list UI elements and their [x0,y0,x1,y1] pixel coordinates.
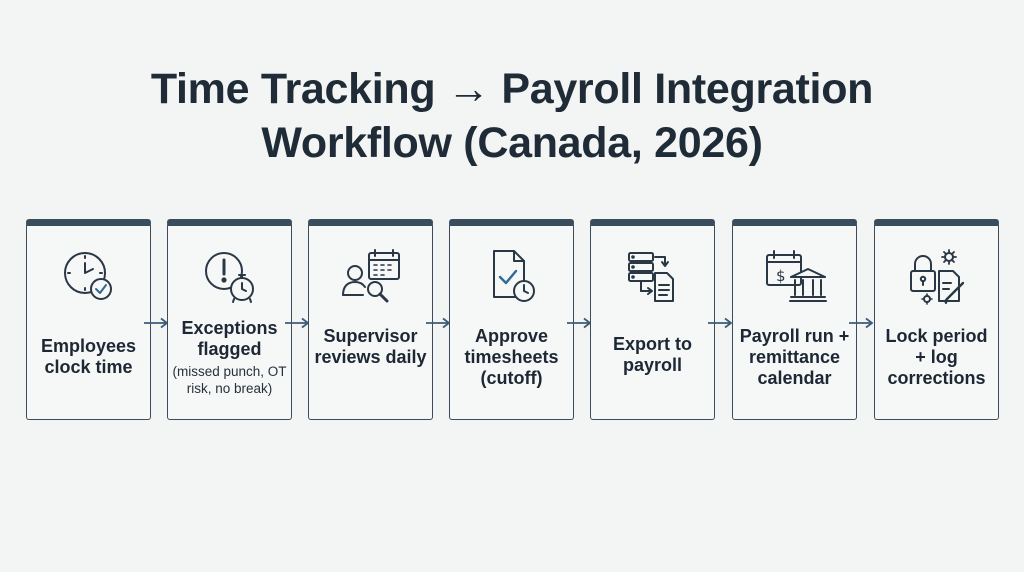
step-supervisor-reviews: Supervisor reviews daily [308,219,433,420]
step-title: Exceptions flagged [181,318,278,359]
export-server-icon [591,246,714,308]
clock-check-icon [27,246,150,308]
title-line-2: Workflow (Canada, 2026) [261,119,763,167]
step-payroll-run: $ Payroll run + remittance calendar [732,219,857,420]
step-export-to-payroll: Export to payroll [590,219,715,420]
svg-text:$: $ [776,267,786,285]
flow-arrow-4 [567,317,592,329]
flow-arrow-5 [708,317,733,329]
supervisor-calendar-icon [309,246,432,308]
step-title: Lock period + log corrections [885,326,988,388]
workflow-steps: Employees clock time Exceptions flagged … [26,219,1000,421]
step-label: Employees clock time [31,336,146,378]
step-employees-clock-time: Employees clock time [26,219,151,420]
title-line-1: Time Tracking → Payroll Integration [150,65,874,113]
step-title: Payroll run + remittance calendar [739,326,850,388]
step-title: Supervisor reviews daily [314,326,427,367]
timesheet-approve-icon [450,246,573,308]
step-title: Export to payroll [613,334,692,375]
step-label: Payroll run + remittance calendar [737,326,852,389]
step-lock-period: Lock period + log corrections [874,219,999,420]
step-title: Employees clock time [40,336,137,377]
alert-stopwatch-icon [168,246,291,308]
page-title: Time Tracking → Payroll Integration Work… [0,62,1024,170]
flow-arrow-1 [144,317,169,329]
payroll-bank-icon: $ [733,246,856,308]
step-subtitle: (missed punch, OT risk, no break) [172,364,287,396]
step-approve-timesheets: Approve timesheets (cutoff) [449,219,574,420]
step-exceptions-flagged: Exceptions flagged (missed punch, OT ris… [167,219,292,420]
flow-arrow-6 [849,317,874,329]
lock-gear-edit-icon [875,246,998,308]
flow-arrow-3 [426,317,451,329]
step-label: Supervisor reviews daily [313,326,428,368]
flow-arrow-2 [285,317,310,329]
step-label: Approve timesheets (cutoff) [454,326,569,389]
step-label: Exceptions flagged (missed punch, OT ris… [172,318,287,397]
step-label: Lock period + log corrections [879,326,994,389]
step-title: Approve timesheets (cutoff) [464,326,559,388]
step-label: Export to payroll [595,334,710,376]
